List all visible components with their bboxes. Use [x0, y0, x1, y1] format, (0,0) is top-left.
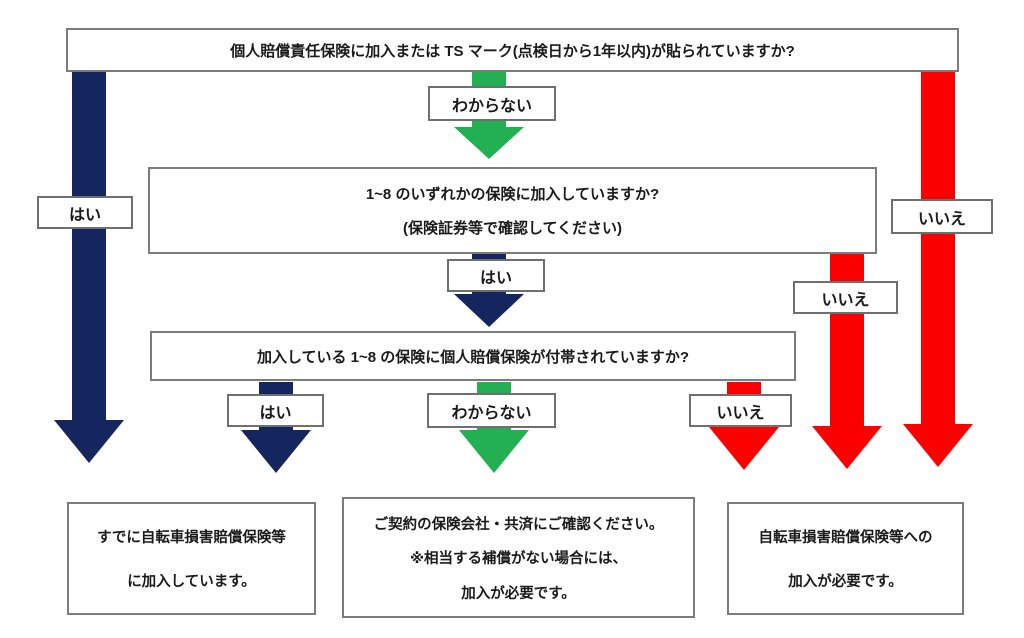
label-q1-unknown: わからない: [428, 86, 556, 121]
down-arrow-shape: [903, 71, 973, 467]
result-box-already-insured: すでに自転車損害賠償保険等 に加入しています。: [67, 502, 316, 615]
question-box-3: 加入している 1~8 の保険に個人賠償保険が付帯されていますか?: [150, 331, 796, 381]
label-q2-yes: はい: [447, 259, 545, 292]
down-arrow-shape: [812, 254, 882, 469]
question-box-1: 個人賠償責任保険に加入または TS マーク(点検日から1年以内)が貼られています…: [66, 28, 959, 72]
result-already-line2: に加入しています。: [127, 573, 256, 590]
label-q3-unknown: わからない: [427, 393, 556, 428]
result-confirm-line1: ご契約の保険会社・共済にご確認ください。: [373, 516, 664, 533]
label-q3-no: いいえ: [689, 394, 792, 427]
result-box-enrollment-required: 自転車損害賠償保険等への 加入が必要です。: [727, 502, 964, 615]
question-1-text: 個人賠償責任保険に加入または TS マーク(点検日から1年以内)が貼られています…: [230, 42, 795, 60]
down-arrow-shape: [241, 382, 311, 473]
down-arrow-shape: [54, 71, 124, 463]
label-q3-yes: はい: [227, 394, 324, 427]
arrow-q1-no: [903, 71, 973, 467]
result-required-line2: 加入が必要です。: [788, 573, 903, 590]
result-already-line1: すでに自転車損害賠償保険等: [97, 530, 286, 547]
label-q2-no: いいえ: [793, 281, 898, 314]
label-q1-no: いいえ: [891, 199, 993, 234]
arrow-q1-yes: [54, 71, 124, 463]
result-box-confirm-insurer: ご契約の保険会社・共済にご確認ください。 ※相当する補償がない場合には、 加入が…: [342, 497, 695, 618]
label-q1-yes: はい: [37, 196, 133, 229]
result-required-line1: 自転車損害賠償保険等への: [758, 530, 933, 547]
question-box-2: 1~8 のいずれかの保険に加入していますか? (保険証券等で確認してください): [148, 167, 877, 254]
arrow-q2-no: [812, 254, 882, 469]
question-3-text: 加入している 1~8 の保険に個人賠償保険が付帯されていますか?: [256, 348, 690, 366]
question-2-line2: (保険証券等で確認してください): [402, 220, 623, 238]
result-confirm-line2: ※相当する補償がない場合には、: [409, 551, 628, 567]
result-confirm-line3: 加入が必要です。: [461, 585, 576, 602]
arrow-q3-yes: [241, 382, 311, 473]
question-2-line1: 1~8 のいずれかの保険に加入していますか?: [365, 185, 660, 203]
